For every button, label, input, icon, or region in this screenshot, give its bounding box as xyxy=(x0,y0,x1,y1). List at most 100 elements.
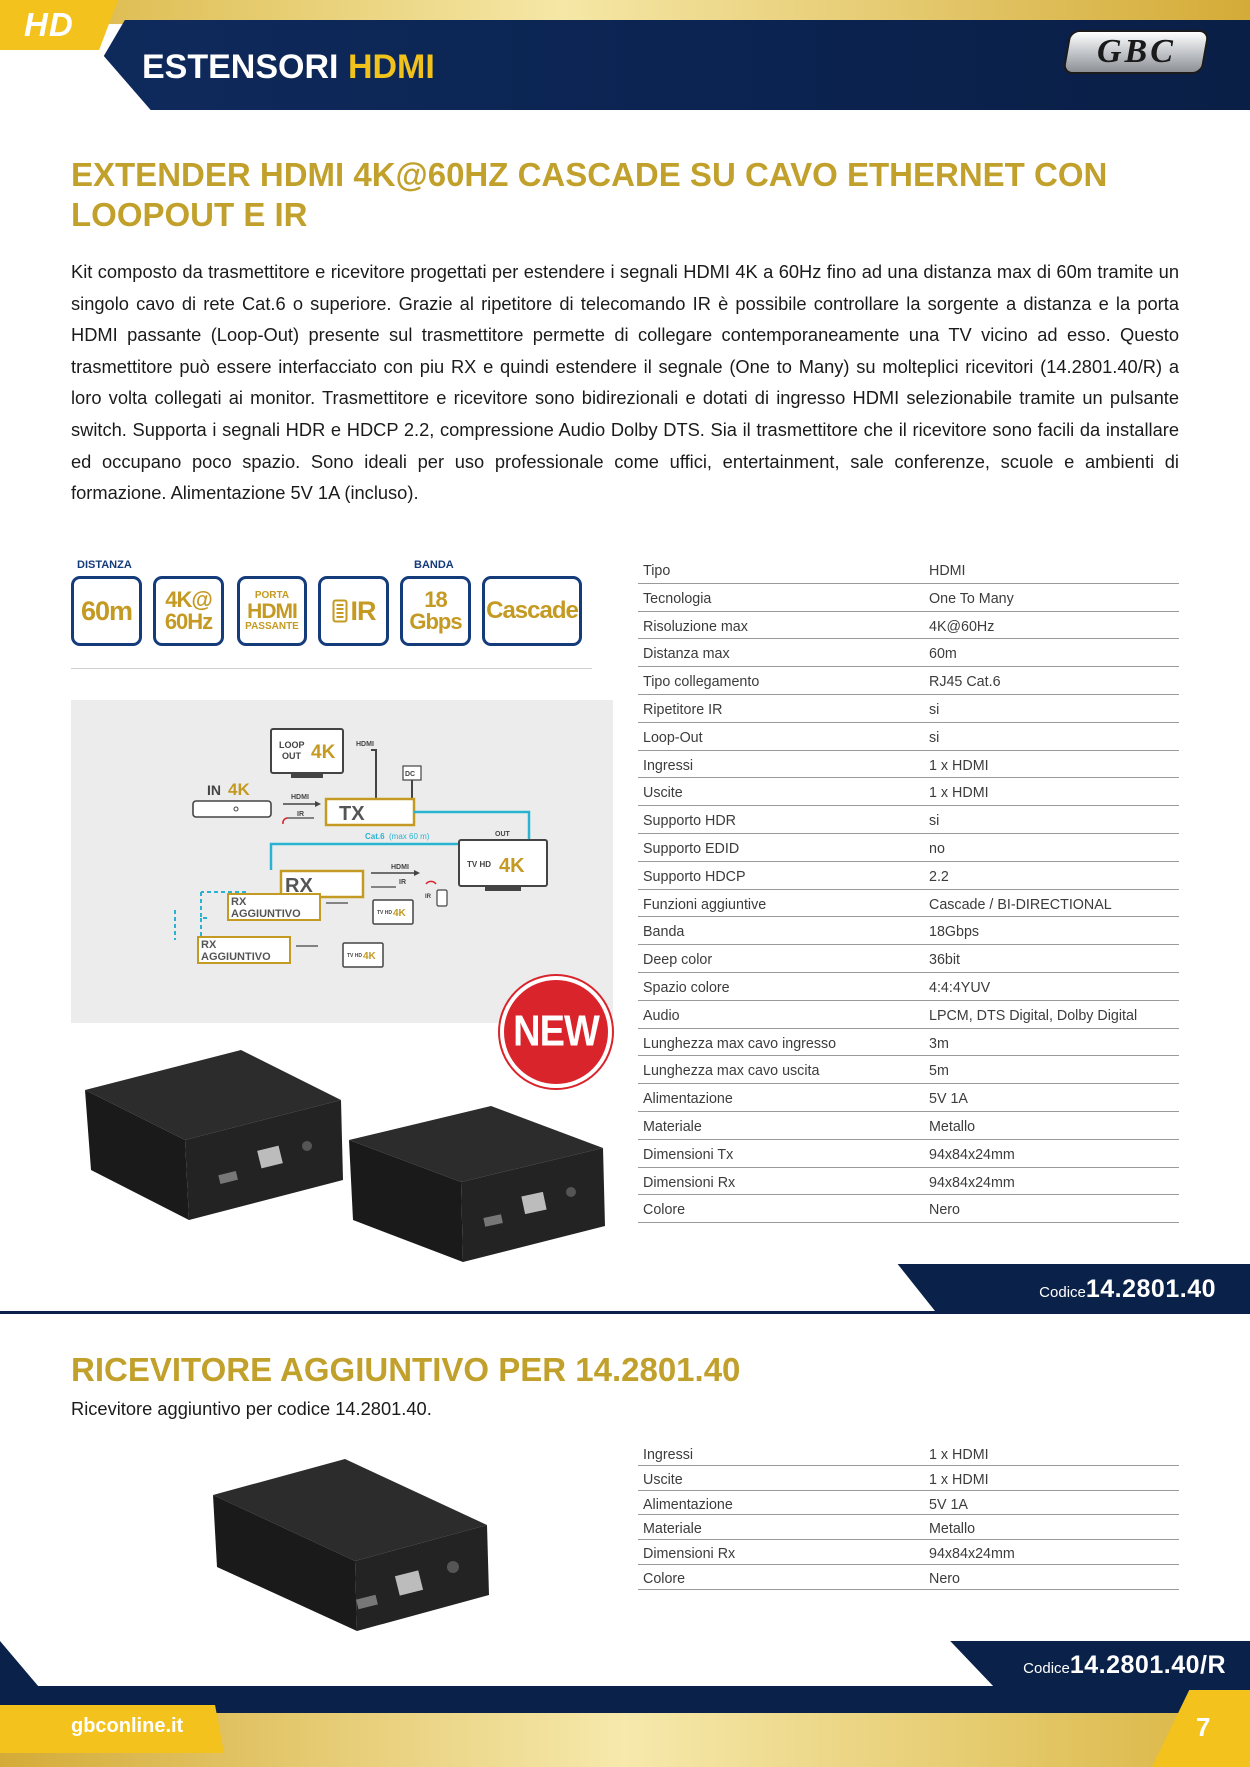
product-description: Kit composto da trasmettitore e ricevito… xyxy=(71,261,1179,504)
badge-cascade-text: Cascade xyxy=(486,597,579,624)
hd-logo: HD xyxy=(24,6,74,43)
badge-ir-text: IR xyxy=(350,595,377,626)
spec-key: Dimensioni Tx xyxy=(643,1146,734,1163)
spec-key: Funzioni aggiuntive xyxy=(643,896,767,913)
spec-value: Cascade / BI-DIRECTIONAL xyxy=(929,896,1112,913)
spec-value: 5V 1A xyxy=(929,1091,968,1108)
loopout-monitor-icon xyxy=(270,728,344,778)
spec-row: Alimentazione 5V 1A xyxy=(638,1084,1179,1112)
spec-value: 3m xyxy=(929,1035,949,1052)
spec-value: 4:4:4YUV xyxy=(929,979,991,996)
diagram-cat: Cat.6 xyxy=(365,832,385,841)
remote-icon xyxy=(332,599,347,623)
badge-label-band: BANDA xyxy=(414,559,454,571)
spec-key: Dimensioni Rx xyxy=(643,1546,736,1563)
device-tx-icon xyxy=(85,1050,343,1220)
header-band xyxy=(103,20,1250,110)
diagram-tv-hd-2: TV HD xyxy=(377,910,392,916)
spec-key: Loop-Out xyxy=(643,729,703,746)
connection-diagram-svg: LOOP OUT 4K HDMI DC IN 4K HDMI IR TX Cat… xyxy=(174,728,548,968)
spec-key: Deep color xyxy=(643,952,713,969)
spec-key: Colore xyxy=(643,1570,686,1587)
spec-value: si xyxy=(929,729,940,746)
diagram-hdmi-in: HDMI xyxy=(291,794,309,801)
tv-hd-stand xyxy=(485,887,521,891)
spec-value: 5m xyxy=(929,1063,949,1080)
badge-distance: 60m xyxy=(71,576,142,646)
badge-band-top: 18 xyxy=(424,587,448,612)
gbc-logo: GBC xyxy=(1062,30,1210,74)
hd-tab xyxy=(0,0,118,50)
section-title-main: ESTENSORI xyxy=(142,48,339,86)
spec-row: Lunghezza max cavo uscita 5m xyxy=(638,1056,1179,1085)
diagram-tv-4k: 4K xyxy=(499,855,525,877)
diagram-rx-add-1a: RX xyxy=(231,896,247,908)
spec-value: 2.2 xyxy=(929,868,949,885)
spec-key: Banda xyxy=(643,924,685,941)
spec-row: Lunghezza max cavo ingresso 3m xyxy=(638,1029,1179,1057)
spec-row: Funzioni aggiuntive Cascade / BI-DIRECTIO… xyxy=(638,890,1179,918)
footer-website[interactable]: gbconline.it xyxy=(71,1715,184,1737)
badge-cascade: Cascade xyxy=(482,576,582,646)
spec-key: Ingressi xyxy=(643,757,694,774)
diagram-in-4k: 4K xyxy=(228,780,250,799)
spec-key: Dimensioni Rx xyxy=(643,1174,736,1191)
spec-value: RJ45 Cat.6 xyxy=(929,674,1001,691)
code-bar-1-white-area xyxy=(0,1264,935,1311)
new-badge: NEW xyxy=(500,976,612,1088)
spec-key: Lunghezza max cavo uscita xyxy=(643,1063,820,1080)
rx-add-box-1 xyxy=(227,893,321,921)
spec-value: 94x84x24mm xyxy=(929,1146,1015,1163)
spec-key: Lunghezza max cavo ingresso xyxy=(643,1035,837,1052)
spec-value: 5V 1A xyxy=(929,1496,968,1513)
diagram-hdmi-out: HDMI xyxy=(391,864,409,871)
spec-value: 1 x HDMI xyxy=(929,785,989,802)
diagram-dc: DC xyxy=(405,771,415,778)
badge-port-mid: HDMI xyxy=(247,599,298,623)
spec-value: no xyxy=(929,840,945,857)
spec-key: Supporto HDR xyxy=(643,813,736,830)
gbc-logo-text: GBC xyxy=(1096,33,1176,70)
footer-website-tab[interactable]: gbconline.it xyxy=(0,1705,224,1753)
product2-title: RICEVITORE AGGIUNTIVO PER 14.2801.40 xyxy=(71,1351,741,1388)
spec-key: Materiale xyxy=(643,1521,702,1538)
diagram-loop-4k: 4K xyxy=(311,742,336,763)
diagram-hdmi-top: HDMI xyxy=(356,741,374,748)
diagram-ir-in: IR xyxy=(297,811,304,818)
spec-key: Tipo xyxy=(643,563,671,579)
badge-bandwidth: 18 Gbps xyxy=(400,576,471,646)
diagram-loop: LOOP xyxy=(279,740,305,750)
ir-wave-icon xyxy=(282,817,288,825)
spec-key: Ingressi xyxy=(643,1447,694,1463)
diagram-tv-hd-3: TV HD xyxy=(347,953,362,959)
spec-row: Ingressi 1 x HDMI xyxy=(638,751,1179,779)
page-number: 7 xyxy=(1196,1712,1211,1742)
device-rx-add-icon xyxy=(213,1459,489,1631)
spec-value: 1 x HDMI xyxy=(929,757,989,774)
badge-ir-row: IR xyxy=(332,595,377,626)
spec-key: Uscite xyxy=(643,1471,683,1488)
diagram-cat-note: (max 60 m) xyxy=(389,832,430,841)
spec-key: Alimentazione xyxy=(643,1091,733,1108)
hdmi-out-arrowhead xyxy=(414,870,420,876)
section-title: ESTENSORI HDMI xyxy=(142,48,435,87)
spec-key: Risoluzione max xyxy=(643,618,748,635)
spec-value: 4K@60Hz xyxy=(929,618,995,635)
spec-key: Spazio colore xyxy=(643,979,730,996)
spec-key: Materiale xyxy=(643,1118,702,1135)
tv-add-1-icon xyxy=(372,899,414,925)
